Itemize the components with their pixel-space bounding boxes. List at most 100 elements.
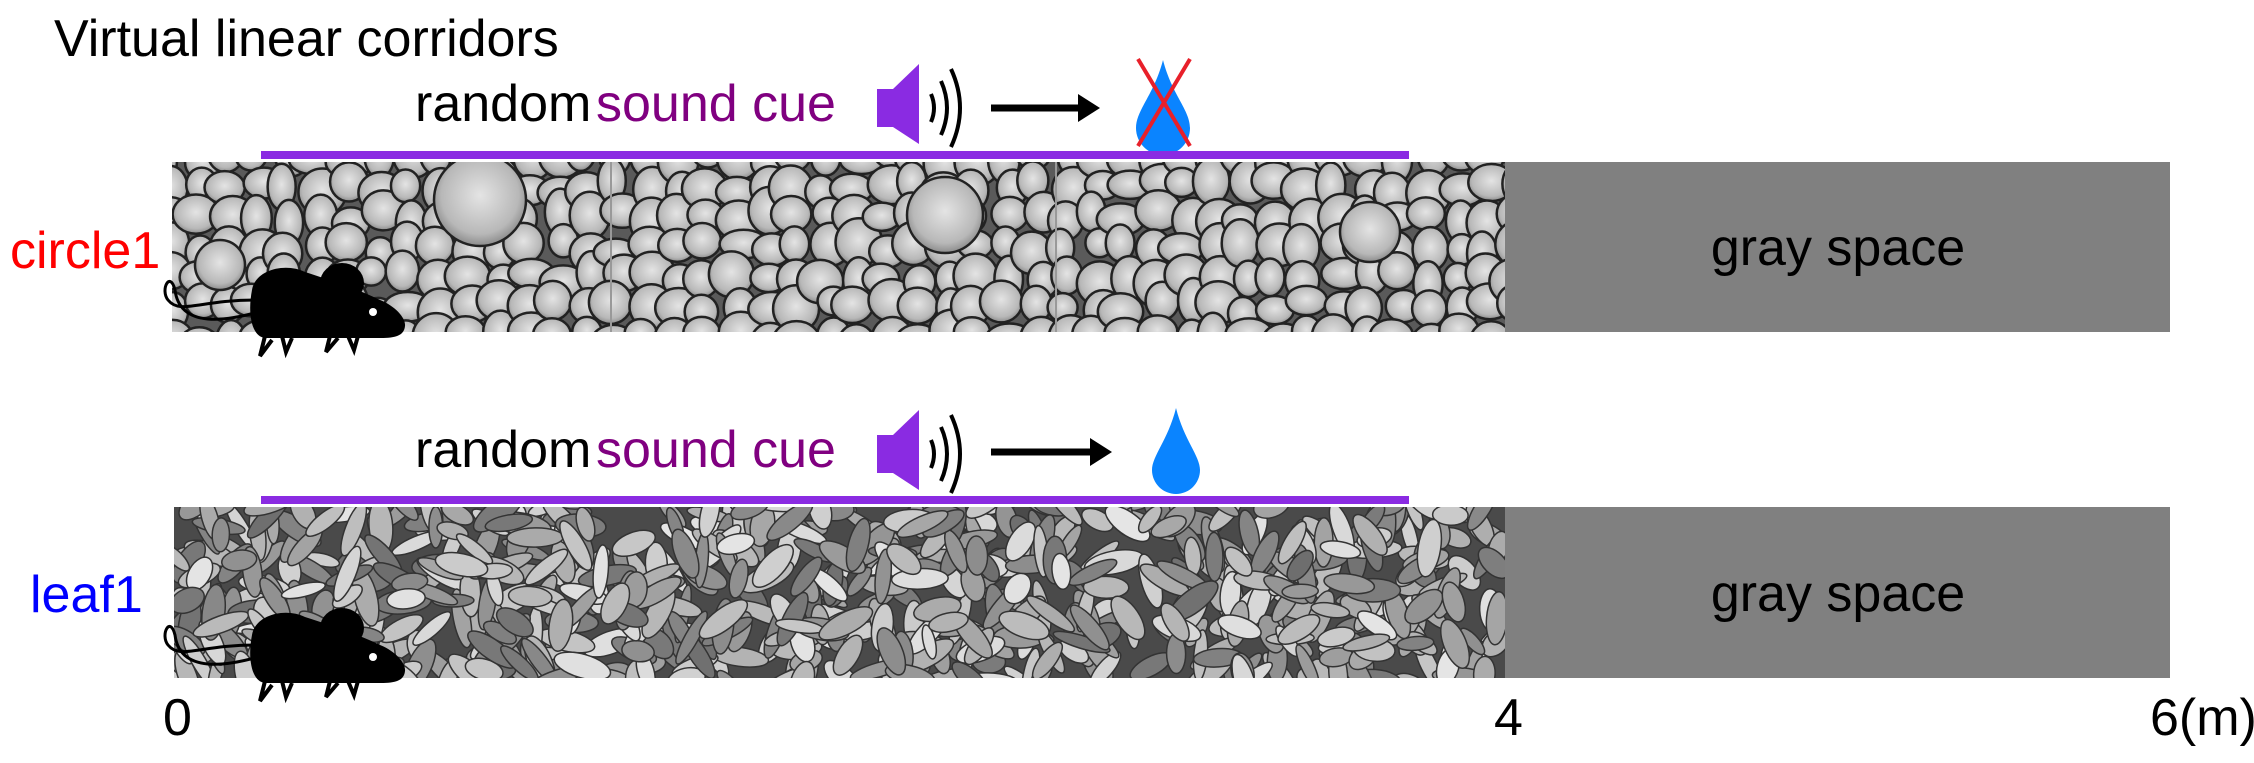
texture-leaf [874,548,893,605]
texture-cell [216,318,246,332]
texture-cell [1311,313,1356,332]
texture-cell [384,249,421,293]
texture-leaf [886,543,922,576]
texture-leaf [965,535,989,576]
texture-cell [1103,316,1147,332]
texture-cell [1254,257,1286,298]
corridor-leaf1: random sound cue leaf1 gray space [30,408,2170,703]
texture-leaf [434,551,489,578]
texture-leaf [1137,507,1163,534]
texture-leaf [412,611,452,646]
texture-leaf [1277,520,1307,565]
texture-cell [1495,194,1507,233]
corridor-label: circle1 [10,222,160,280]
texture-cell [1369,317,1414,332]
sound-cue-zone-bar [261,496,1409,504]
texture-leaf [671,528,700,579]
texture-cell [905,175,985,255]
texture-leaf [698,599,749,640]
texture-leaf [766,507,814,542]
texture-leaf [524,548,569,586]
texture-leaf [928,611,969,634]
texture-leaf [1416,518,1443,578]
texture-leaf [1004,521,1037,562]
texture-leaf [1082,575,1130,599]
texture-cell [896,286,939,325]
texture-cell [324,221,369,263]
texture-leaf [1323,572,1376,595]
texture-leaf [1310,601,1351,619]
texture-leaf [507,585,553,608]
texture-leaf [832,634,864,676]
texture-cell [172,162,179,176]
texture-leaf [790,556,823,597]
texture-leaf [547,598,574,652]
axis-tick-0: 0 [163,689,192,747]
texture-leaf [675,610,708,665]
texture-cell [567,162,595,173]
axis-tick-6m: 6(m) [2150,689,2254,747]
texture-leaf [592,544,610,599]
cue-word: sound cue [596,75,836,133]
texture-cell [1471,319,1507,332]
texture-leaf [621,639,655,663]
gray-space [1505,507,2170,678]
texture-leaf [386,507,419,521]
texture-leaf [1031,641,1064,678]
texture-leaf [1440,618,1471,669]
corridor-label: leaf1 [30,566,143,624]
texture-cell [1417,162,1451,177]
texture-leaf [495,607,534,638]
texture-leaf [1477,546,1507,580]
texture-cell [838,162,885,176]
no-water-icon [1136,57,1192,155]
texture-leaf [921,624,938,660]
texture-cell [1284,284,1329,317]
axis-tick-4: 4 [1494,689,1523,747]
texture-cell [193,238,247,292]
texture-leaf [716,669,743,678]
texture-cell [1405,196,1447,231]
texture-cell [778,225,811,264]
texture-cell [183,326,215,332]
sound-cue-zone-bar [261,151,1409,159]
texture-cell [830,285,875,325]
texture-leaf [174,586,205,615]
texture-cell [623,317,658,332]
texture-leaf [340,507,368,557]
gray-space-label: gray space [1711,219,1965,277]
texture-leaf [575,507,596,542]
speaker-icon [877,64,962,148]
cue-prefix: random [415,75,591,133]
texture-cell [1196,311,1230,332]
texture-leaf [698,507,721,538]
texture-cell [990,195,1030,233]
texture-leaf [1281,583,1320,600]
texture-leaf [1069,604,1110,651]
texture-cell [208,162,243,174]
texture-leaf [728,558,749,599]
texture-leaf [716,532,756,556]
texture-cell [532,279,573,322]
texture-leaf [1104,507,1151,543]
texture-cell [1494,222,1507,267]
texture-leaf [1319,540,1362,560]
texture-leaf [1466,507,1498,531]
texture-leaf [1404,588,1444,625]
texture-leaf [1110,595,1146,641]
texture-leaf [846,566,873,597]
texture-leaf [611,529,656,558]
texture-cell [1136,314,1179,332]
texture-leaf [1051,552,1072,591]
texture-leaf [1485,590,1507,646]
texture-leaf [332,545,362,602]
texture-leaf [998,610,1050,641]
texture-leaf [1396,635,1435,652]
texture-cell [172,318,194,332]
texture-leaf [506,527,565,548]
texture-leaf [559,520,593,571]
texture-cell [389,168,422,204]
texture-leaf [1026,595,1076,633]
texture-cell [986,322,1033,332]
texture-leaf [1286,549,1314,582]
